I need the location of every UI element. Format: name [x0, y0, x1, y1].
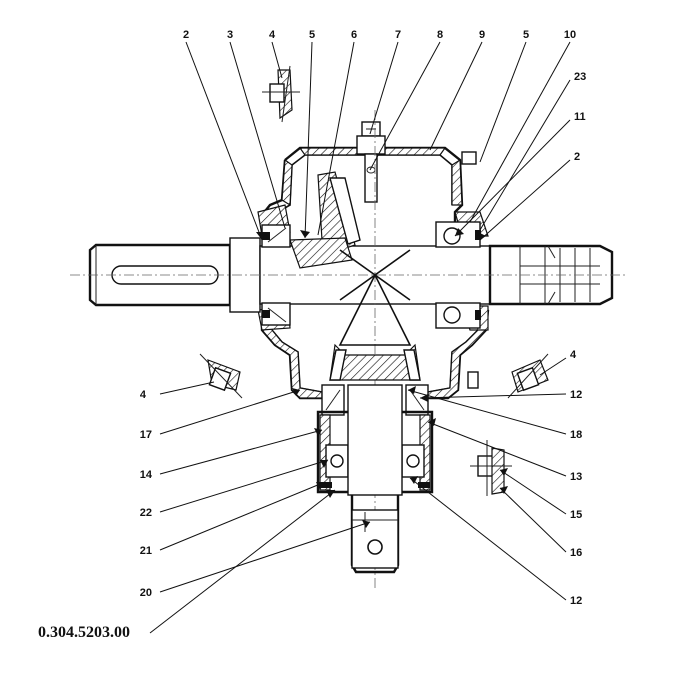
callout-label: 15	[570, 509, 582, 521]
callout-label: 17	[140, 429, 152, 441]
callout-label: 2	[183, 29, 189, 41]
callout-label: 12	[570, 389, 582, 401]
callouts-right: 23 11 2 4 12 18 13 15 16 12	[570, 71, 586, 607]
callout-label: 2	[574, 151, 580, 163]
callout-label: 5	[309, 29, 315, 41]
bolt-detail-top	[262, 65, 300, 123]
callout-label: 3	[227, 29, 233, 41]
callouts-top: 2 3 4 5 6 7 8 9 5 10	[183, 29, 576, 41]
bearing-left	[261, 224, 291, 326]
leader-arrowheads	[256, 228, 508, 528]
callout-label: 8	[437, 29, 443, 41]
callout-label: 4	[269, 29, 276, 41]
bolt-detail-left	[199, 353, 243, 399]
bolt-detail-lower-right	[470, 440, 512, 496]
callout-label: 14	[140, 469, 153, 481]
callout-label: 22	[140, 507, 152, 519]
callout-label: 23	[574, 71, 586, 83]
part-number: 0.304.5203.00	[38, 624, 130, 641]
callout-label: 18	[570, 429, 582, 441]
callout-label: 4	[570, 349, 577, 361]
callout-label: 7	[395, 29, 401, 41]
callout-label: 4	[140, 389, 147, 401]
callout-label: 16	[570, 547, 582, 559]
callout-label: 9	[479, 29, 485, 41]
output-shaft-assembly	[316, 384, 434, 574]
leader-lines	[149, 41, 571, 634]
bevel-gear-pinion	[329, 273, 421, 381]
callout-label: 12	[570, 595, 582, 607]
bolt-detail-right	[507, 353, 549, 399]
callouts-left: 4 17 14 22 21 20	[140, 389, 153, 599]
bearing-right	[435, 221, 481, 329]
callout-label: 11	[574, 111, 586, 123]
callout-label: 10	[564, 29, 576, 41]
callout-label: 21	[140, 545, 152, 557]
bevel-gear-upper	[289, 171, 411, 301]
callout-label: 20	[140, 587, 152, 599]
callout-label: 13	[570, 471, 582, 483]
breather-plug	[356, 121, 386, 203]
callout-label: 6	[351, 29, 357, 41]
callout-label: 5	[523, 29, 529, 41]
